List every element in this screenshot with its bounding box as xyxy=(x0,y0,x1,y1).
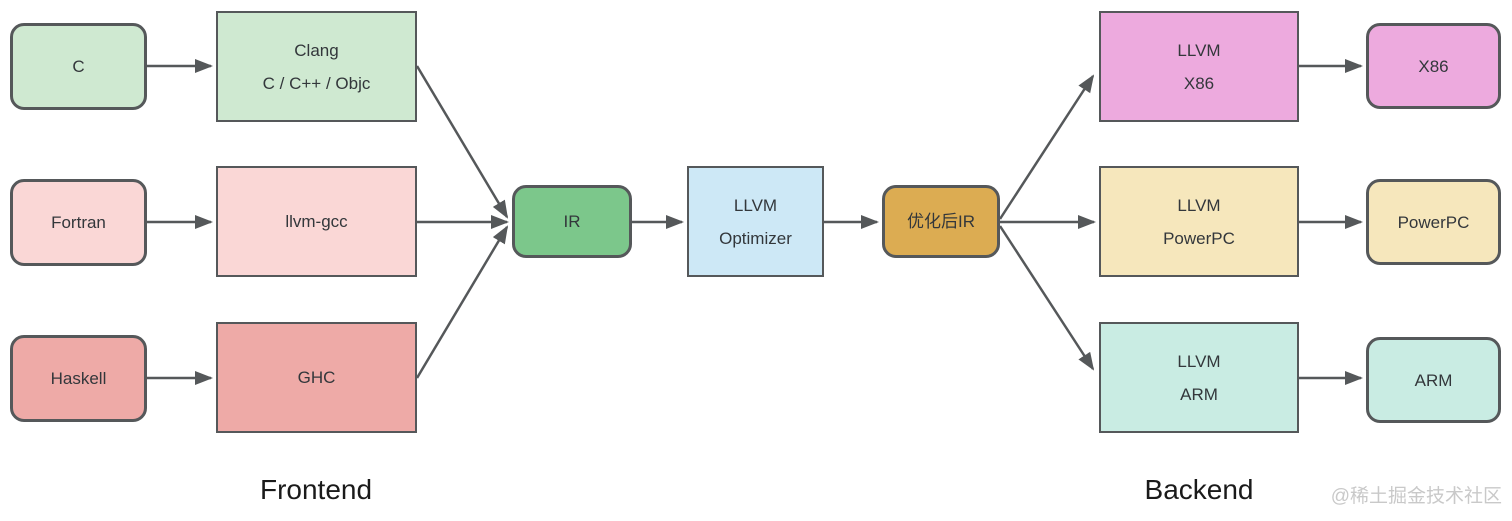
node-llvm-arm-label-line1: LLVM xyxy=(1177,351,1221,371)
node-llvm-x86-label-line1: LLVM xyxy=(1177,40,1221,60)
node-llvm-gcc: llvm-gcc xyxy=(216,166,417,277)
node-llvm-x86: LLVM X86 xyxy=(1099,11,1299,122)
edge-clang-ir xyxy=(415,65,509,219)
node-llvm-gcc-label: llvm-gcc xyxy=(285,212,348,231)
node-clang-label-line2: C / C++ / Objc xyxy=(262,73,371,93)
node-arm: ARM xyxy=(1366,337,1501,423)
node-arm-label: ARM xyxy=(1414,370,1453,390)
edge-ghc-ir xyxy=(415,225,509,379)
node-llvm-arm: LLVM ARM xyxy=(1099,322,1299,433)
backend-section-label: Backend xyxy=(1144,474,1254,505)
node-ir-label: IR xyxy=(563,212,581,231)
node-ir: IR xyxy=(512,185,632,258)
node-haskell-label: Haskell xyxy=(50,369,107,388)
node-haskell: Haskell xyxy=(10,335,147,422)
node-ghc: GHC xyxy=(216,322,417,433)
node-llvm-powerpc: LLVM PowerPC xyxy=(1099,166,1299,277)
edge-optir-llvmx86 xyxy=(998,74,1095,220)
node-llvm-x86-label-line2: X86 xyxy=(1183,73,1215,93)
node-optimized-ir: 优化后IR xyxy=(882,185,1000,258)
node-c-label: C xyxy=(72,57,85,76)
node-x86: X86 xyxy=(1366,23,1501,109)
node-clang: Clang C / C++ / Objc xyxy=(216,11,417,122)
node-ghc-label: GHC xyxy=(297,368,336,387)
edge-optir-llvmarm xyxy=(998,225,1095,371)
node-llvm-powerpc-label-line2: PowerPC xyxy=(1163,228,1235,248)
node-llvm-arm-label-line2: ARM xyxy=(1180,384,1218,404)
node-fortran-label: Fortran xyxy=(51,213,106,232)
node-powerpc-label: PowerPC xyxy=(1397,212,1470,232)
node-llvm-optimizer-label-line1: LLVM xyxy=(733,195,778,215)
node-optimized-ir-label: 优化后IR xyxy=(907,212,975,231)
node-clang-label-line1: Clang xyxy=(294,40,339,60)
node-fortran: Fortran xyxy=(10,179,147,266)
node-x86-label: X86 xyxy=(1418,56,1449,76)
node-llvm-optimizer: LLVM Optimizer xyxy=(687,166,824,277)
watermark: @稀土掘金技术社区 xyxy=(1330,486,1502,507)
node-powerpc: PowerPC xyxy=(1366,179,1501,265)
frontend-section-label: Frontend xyxy=(259,474,373,505)
node-llvm-optimizer-label-line2: Optimizer xyxy=(719,228,792,248)
node-c: C xyxy=(10,23,147,110)
node-llvm-powerpc-label-line1: LLVM xyxy=(1177,195,1221,215)
